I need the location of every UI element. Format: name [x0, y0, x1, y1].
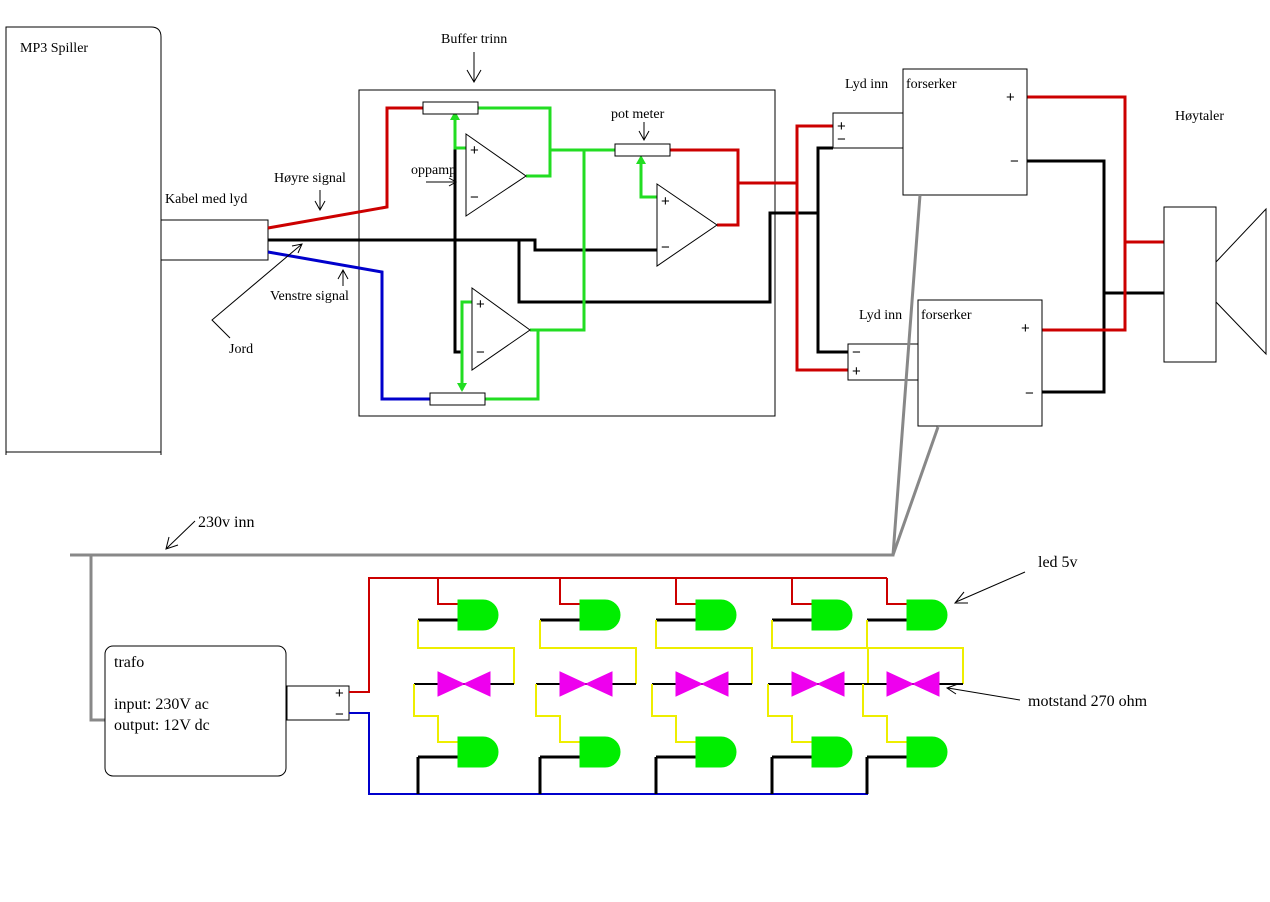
ground-arrow-icon [211, 243, 303, 339]
led-icon [579, 599, 621, 631]
potentiometer-icon [422, 101, 479, 115]
speaker-icon [1163, 206, 1267, 363]
potmeter-label: pot meter [611, 107, 665, 122]
resistor-icon [791, 671, 845, 697]
transformer-title: trafo [114, 654, 144, 671]
svg-text:−: − [661, 239, 670, 256]
resistor-icon [437, 671, 491, 697]
resistor-label: motstand 270 ohm [1028, 693, 1148, 710]
led-array [413, 578, 964, 794]
mains-wires [70, 194, 940, 722]
transformer-input: input: 230V ac [114, 696, 209, 713]
left-signal-wire [267, 250, 430, 401]
led-icon [457, 736, 499, 768]
led-negative-rail [349, 712, 868, 795]
svg-text:−: − [470, 189, 479, 206]
mp3-player: MP3 Spiller [5, 26, 162, 455]
led-label: led 5v [1038, 554, 1078, 571]
audio-in-label: Lyd inn [859, 308, 902, 323]
oppamp-label: oppamp [411, 163, 456, 178]
svg-text:−: − [837, 131, 846, 148]
transformer: trafo input: 230V ac output: 12V dc + − [104, 645, 350, 777]
right-signal-label: Høyre signal [274, 171, 346, 186]
svg-text:−: − [335, 706, 344, 723]
opamp-icon: +− [465, 133, 527, 217]
amplifier-bottom: − + + − Lyd inn forserker [847, 299, 1043, 427]
led-icon [457, 599, 499, 631]
transformer-output: output: 12V dc [114, 717, 210, 734]
mains-arrow-icon [165, 520, 196, 550]
svg-text:+: + [837, 118, 846, 135]
amplifier-label: forserker [906, 77, 957, 92]
svg-text:−: − [476, 344, 485, 361]
svg-text:+: + [852, 363, 861, 380]
svg-text:+: + [335, 685, 344, 702]
led-icon [695, 736, 737, 768]
svg-text:+: + [1021, 320, 1030, 337]
audio-in-label: Lyd inn [845, 77, 888, 92]
led-icon [811, 599, 853, 631]
mp3-player-label: MP3 Spiller [20, 41, 88, 56]
svg-text:+: + [661, 193, 670, 210]
svg-text:+: + [470, 142, 479, 159]
svg-text:−: − [1025, 385, 1034, 402]
right-signal-wires [267, 95, 1164, 372]
resistor-icon [886, 671, 940, 697]
led-icon [811, 736, 853, 768]
oppamp-arrow-icon [426, 177, 458, 187]
ground-wires [268, 134, 1164, 394]
amplifier-label: forserker [921, 308, 972, 323]
feedback-wires [453, 106, 657, 401]
cable-label: Kabel med lyd [165, 192, 247, 207]
svg-text:−: − [1010, 153, 1019, 170]
led-icon [906, 599, 948, 631]
led-icon [906, 736, 948, 768]
mains-label: 230v inn [198, 514, 254, 531]
svg-text:+: + [1006, 89, 1015, 106]
resistor-icon [675, 671, 729, 697]
left-signal-label: Venstre signal [270, 289, 349, 304]
left-signal-arrow-icon [337, 268, 349, 286]
svg-text:−: − [852, 344, 861, 361]
buffer-stage-box [358, 89, 776, 417]
ground-label: Jord [229, 342, 253, 357]
led-arrow-icon [953, 571, 1026, 604]
audio-cable: Kabel med lyd [160, 192, 269, 261]
opamp-icon: +− [656, 183, 718, 267]
right-signal-arrow-icon [314, 190, 326, 212]
led-positive-rail [349, 577, 887, 693]
amplifier-top: + − + − Lyd inn forserker [832, 68, 1028, 196]
opamp-icon: +− [471, 287, 531, 371]
led-icon [695, 599, 737, 631]
buffer-arrow-icon [466, 52, 482, 83]
speaker-label: Høytaler [1175, 109, 1224, 124]
led-icon [579, 736, 621, 768]
potentiometer-icon [429, 392, 486, 406]
potentiometer-icon [614, 143, 671, 157]
resistor-icon [559, 671, 613, 697]
svg-text:+: + [476, 296, 485, 313]
resistor-arrow-icon [945, 683, 1021, 701]
buffer-stage-label: Buffer trinn [441, 32, 507, 47]
potmeter-arrow-icon [638, 122, 650, 142]
